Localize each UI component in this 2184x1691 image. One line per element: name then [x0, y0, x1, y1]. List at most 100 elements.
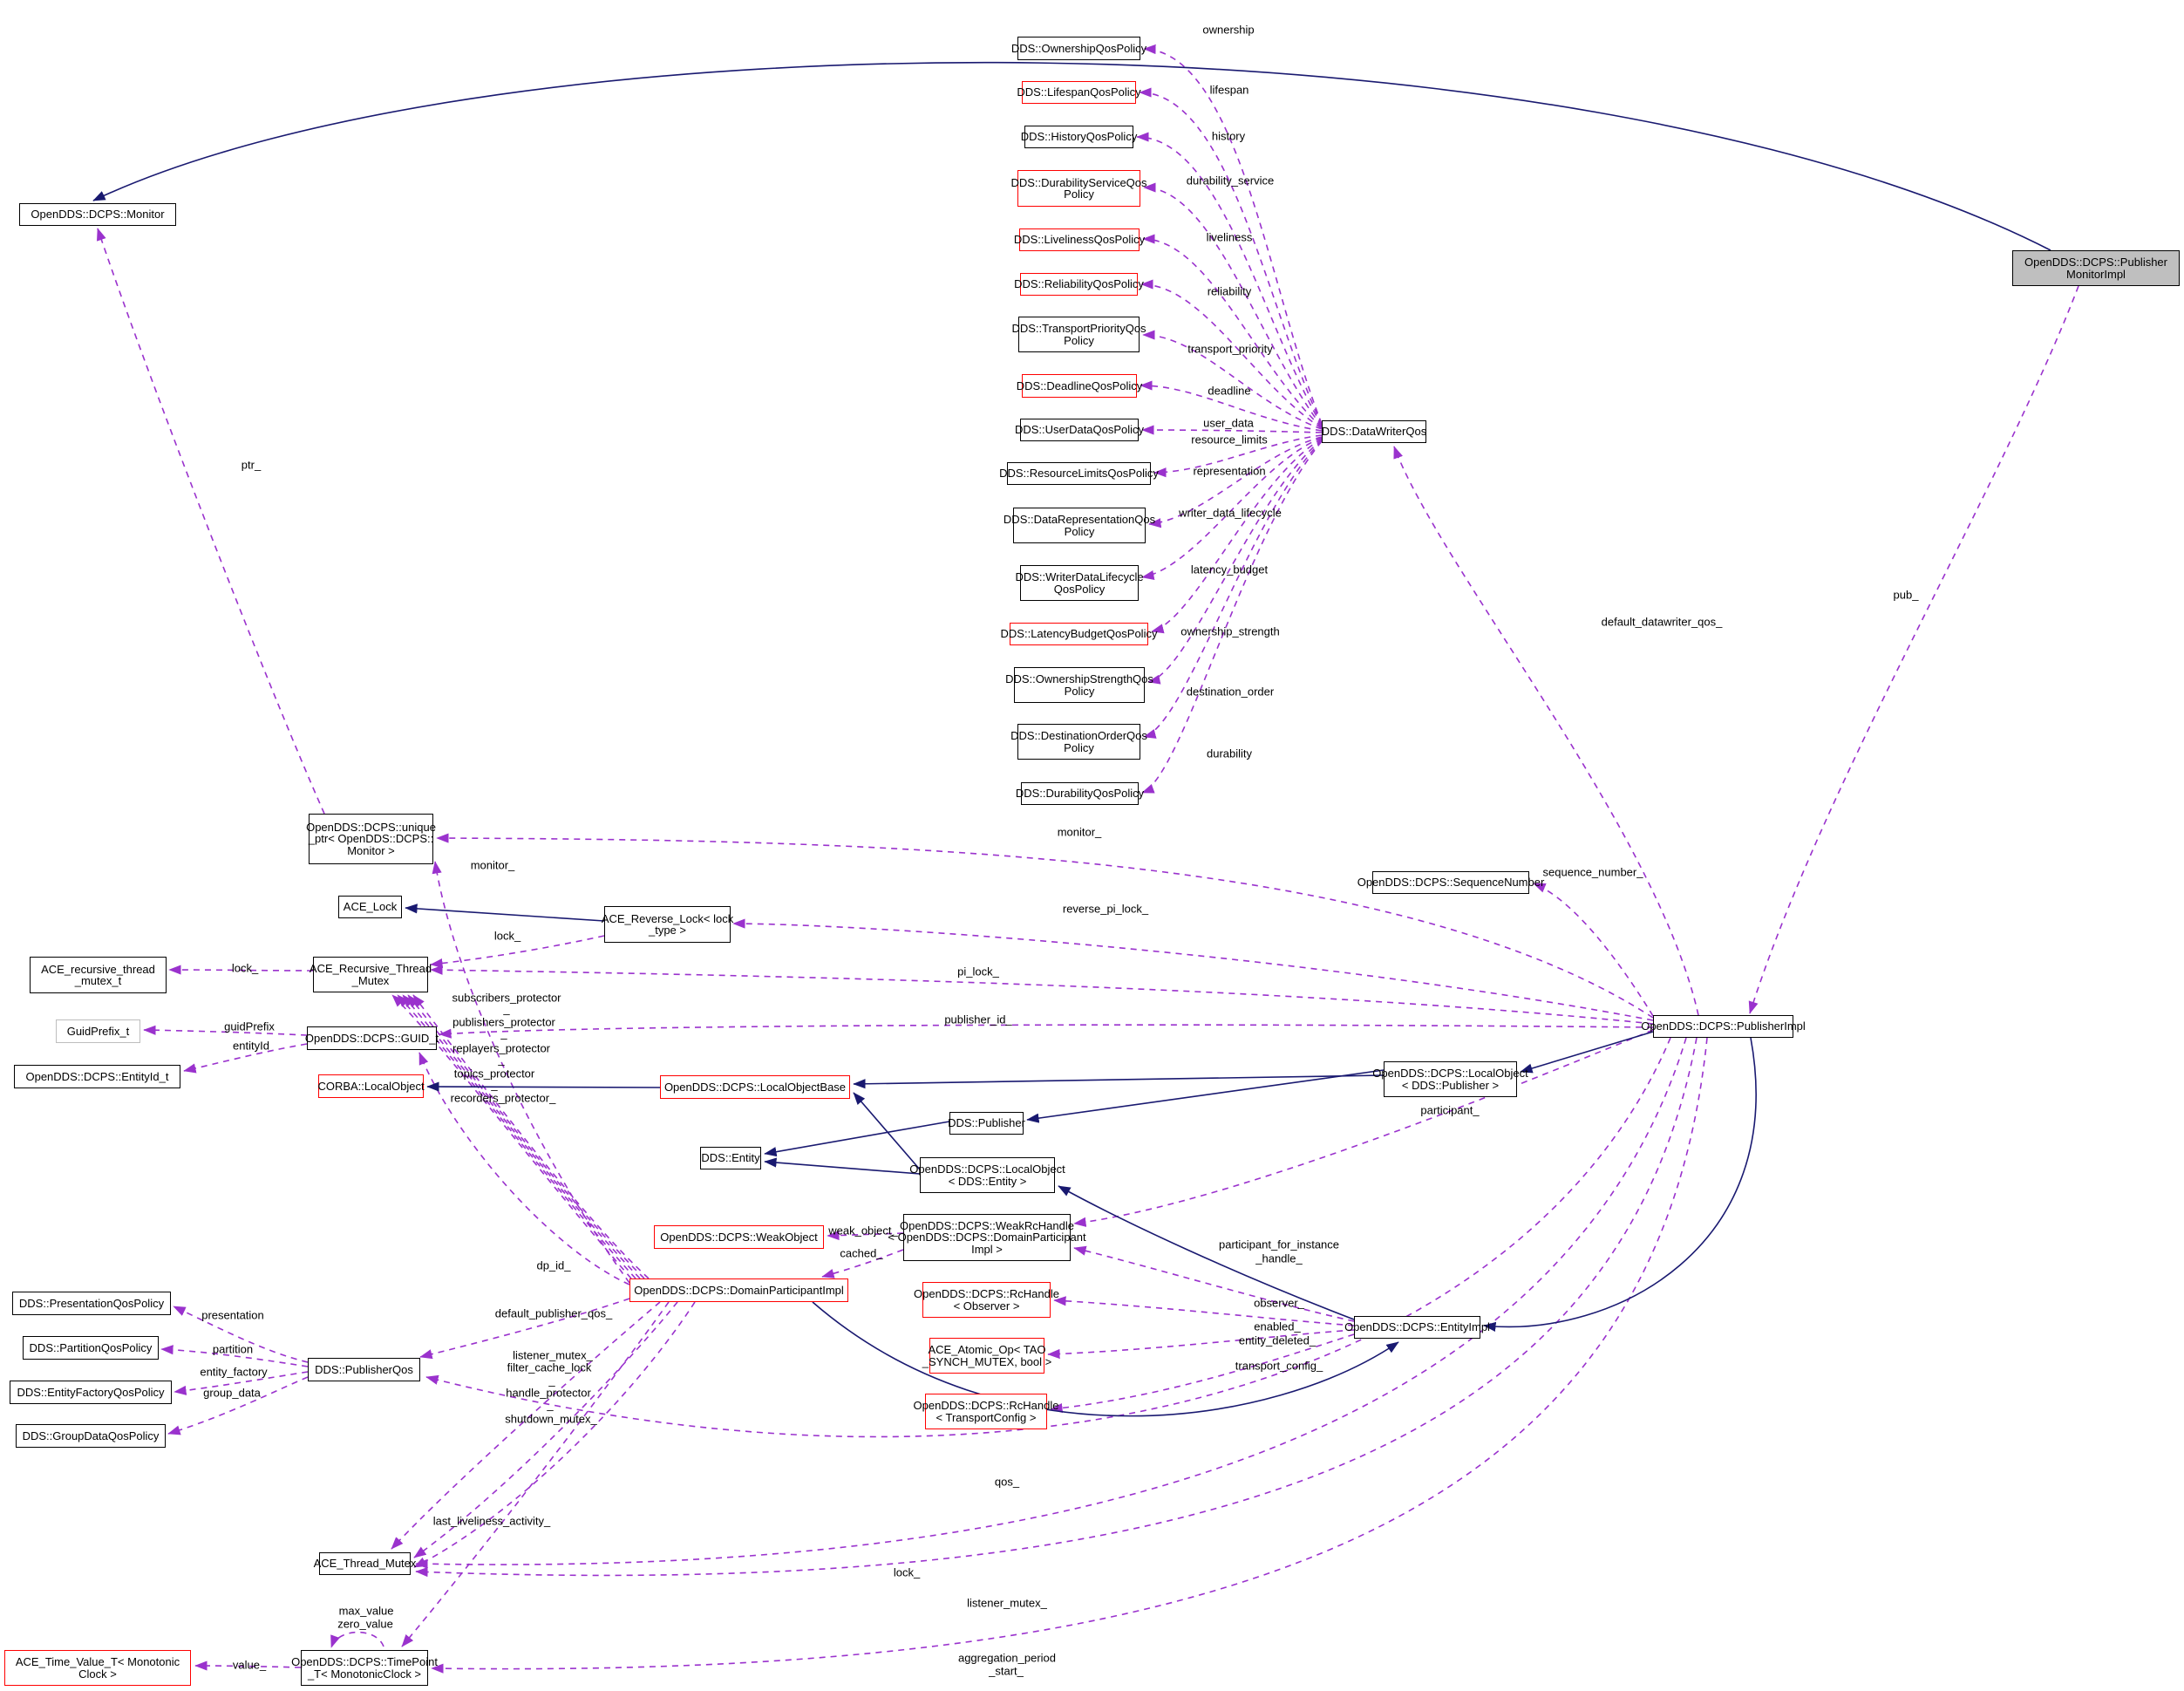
edge-label: last_liveliness_activity_ — [432, 1514, 551, 1528]
class-node-label: _Mutex — [351, 973, 390, 987]
class-node-liveliness-qos[interactable]: DDS::LivelinessQosPolicy — [1014, 228, 1145, 251]
class-node-history-qos[interactable]: DDS::HistoryQosPolicy — [1021, 126, 1137, 148]
class-node-latency-budget-qos[interactable]: DDS::LatencyBudgetQosPolicy — [1001, 623, 1157, 645]
class-node-sequencenumber[interactable]: OpenDDS::DCPS::SequenceNumber — [1357, 871, 1544, 894]
class-node-group-data-qos[interactable]: DDS::GroupDataQosPolicy — [16, 1424, 166, 1448]
edge-label: cached_ — [840, 1246, 883, 1260]
class-node-corba-localobject[interactable]: CORBA::LocalObject — [317, 1074, 425, 1098]
class-node-publisher-qos[interactable]: DDS::PublisherQos — [308, 1358, 420, 1381]
member-edge — [1748, 285, 2079, 1014]
edge-label: subscribers_protector — [452, 991, 561, 1005]
class-node-user-data-qos[interactable]: DDS::UserDataQosPolicy — [1015, 419, 1144, 441]
class-node-label: Monitor > — [347, 843, 395, 857]
edge-label: listener_mutex_ — [513, 1348, 593, 1362]
member-edge — [1142, 330, 1323, 430]
inheritance-edge — [1483, 1037, 1757, 1332]
class-node-label: GuidPrefix_t — [66, 1024, 130, 1038]
edge-label: durability_service — [1186, 174, 1275, 188]
class-node-ace-recursive-thread-mutex[interactable]: ACE_Recursive_Thread_Mutex — [310, 957, 432, 992]
class-node-label: _SYNCH_MUTEX, bool > — [922, 1354, 1052, 1368]
class-node-localobjectbase[interactable]: OpenDDS::DCPS::LocalObjectBase — [660, 1075, 850, 1099]
member-edge — [425, 1037, 1671, 1438]
member-edge — [412, 994, 650, 1279]
member-edge — [173, 1371, 309, 1395]
edge-label: latency_budget — [1190, 563, 1269, 576]
class-node-label: _type > — [648, 924, 686, 937]
class-node-label: ACE_Thread_Mutex — [313, 1557, 417, 1571]
class-node-entityimpl[interactable]: OpenDDS::DCPS::EntityImpl — [1344, 1316, 1490, 1339]
class-node-ace-recursive-thread-mutex-t[interactable]: ACE_recursive_thread_mutex_t — [30, 957, 167, 993]
class-node-label: ACE_Lock — [343, 900, 398, 914]
edge-label: dp_id_ — [536, 1258, 571, 1272]
edge-label: monitor_ — [1057, 825, 1102, 839]
member-edge — [436, 833, 1654, 1019]
class-node-entityid-t[interactable]: OpenDDS::DCPS::EntityId_t — [14, 1065, 180, 1088]
class-node-dds-publisher[interactable]: DDS::Publisher — [948, 1112, 1025, 1135]
member-edge — [397, 994, 636, 1279]
class-node-ownership-qos[interactable]: DDS::OwnershipQosPolicy — [1011, 37, 1146, 60]
class-node-dds-entity[interactable]: DDS::Entity — [700, 1147, 761, 1169]
edge-label: default_publisher_qos_ — [494, 1306, 613, 1320]
class-node-publisherimpl[interactable]: OpenDDS::DCPS::PublisherImpl — [1641, 1015, 1806, 1038]
class-node-ace-lock[interactable]: ACE_Lock — [338, 896, 402, 918]
class-node-ace-reverse-lock[interactable]: ACE_Reverse_Lock< lock_type > — [602, 906, 733, 943]
class-node-localobject-entity[interactable]: OpenDDS::DCPS::LocalObject< DDS::Entity … — [909, 1157, 1065, 1193]
member-edge — [391, 1301, 661, 1550]
edge-label: qos_ — [994, 1475, 1020, 1489]
edge-label: lock_ — [893, 1565, 921, 1579]
class-node-label: DDS::ResourceLimitsQosPolicy — [999, 467, 1159, 481]
class-node-durability-qos[interactable]: DDS::DurabilityQosPolicy — [1016, 782, 1144, 805]
class-node-rchandle-observer[interactable]: OpenDDS::DCPS::RcHandle< Observer > — [914, 1282, 1059, 1318]
member-edge — [419, 1298, 630, 1360]
edge-label: presentation — [201, 1308, 264, 1322]
class-node-label: OpenDDS::DCPS::GUID_t — [304, 1031, 439, 1045]
class-node-ace-thread-mutex[interactable]: ACE_Thread_Mutex — [314, 1552, 416, 1575]
inheritance-edge — [1026, 1069, 1385, 1123]
class-node-partition-qos[interactable]: DDS::PartitionQosPolicy — [23, 1336, 159, 1360]
member-edge — [1136, 132, 1323, 426]
class-node-deadline-qos[interactable]: DDS::DeadlineQosPolicy — [1017, 374, 1142, 398]
edge-label: _handle_ — [1255, 1251, 1303, 1265]
class-node-label: DDS::UserDataQosPolicy — [1014, 423, 1145, 437]
class-node-presentation-qos[interactable]: DDS::PresentationQosPolicy — [12, 1292, 171, 1315]
class-node-datawriterqos[interactable]: DDS::DataWriterQos — [1322, 420, 1426, 443]
edge-label: reliability — [1207, 284, 1252, 298]
class-node-unique-ptr-monitor[interactable]: OpenDDS::DCPS::unique_ptr< OpenDDS::DCPS… — [306, 814, 436, 864]
class-node-guid-t[interactable]: OpenDDS::DCPS::GUID_t — [304, 1026, 439, 1050]
class-node-label: OpenDDS::DCPS::Publisher — [2024, 256, 2167, 269]
class-node-weakrchandle-dpi[interactable]: OpenDDS::DCPS::WeakRcHandle< OpenDDS::DC… — [888, 1214, 1086, 1261]
class-node-label: ACE_Time_Value_T< Monotonic — [15, 1655, 180, 1668]
member-edge — [430, 965, 1654, 1025]
class-node-resource-limits-qos[interactable]: DDS::ResourceLimitsQosPolicy — [999, 462, 1159, 485]
edge-label: aggregation_period — [957, 1651, 1057, 1665]
class-node-lifespan-qos[interactable]: DDS::LifespanQosPolicy — [1017, 81, 1141, 104]
class-node-reliability-qos[interactable]: DDS::ReliabilityQosPolicy — [1014, 273, 1144, 296]
class-node-label: DDS::DataWriterQos — [1321, 425, 1427, 439]
edge-label: sequence_number_ — [1542, 865, 1643, 879]
class-node-localobject-publisher[interactable]: OpenDDS::DCPS::LocalObject< DDS::Publish… — [1372, 1061, 1528, 1097]
class-node-timepoint-t[interactable]: OpenDDS::DCPS::TimePoint_T< MonotonicClo… — [291, 1650, 438, 1686]
class-node-monitor[interactable]: OpenDDS::DCPS::Monitor — [19, 203, 176, 226]
class-node-domainparticipantimpl[interactable]: OpenDDS::DCPS::DomainParticipantImpl — [629, 1278, 848, 1302]
class-node-entity-factory-qos[interactable]: DDS::EntityFactoryQosPolicy — [10, 1381, 172, 1404]
class-node-label: Impl > — [971, 1242, 1003, 1256]
class-node-weakobject[interactable]: OpenDDS::DCPS::WeakObject — [654, 1225, 824, 1249]
class-node-label: DDS::DurabilityServiceQos — [1010, 175, 1147, 189]
class-node-label: OpenDDS::DCPS::LocalObjectBase — [663, 1080, 847, 1094]
class-node-label: DDS::PublisherQos — [315, 1362, 413, 1376]
class-node-label: DDS::EntityFactoryQosPolicy — [17, 1385, 165, 1399]
edge-label: deadline — [1208, 384, 1251, 398]
class-node-label: ACE_Recursive_Thread — [309, 962, 432, 975]
edge-label: ptr_ — [241, 458, 262, 472]
class-node-ace-atomic-op[interactable]: ACE_Atomic_Op< TAO_SYNCH_MUTEX, bool > — [922, 1338, 1051, 1374]
class-node-guidprefix-t[interactable]: GuidPrefix_t — [56, 1019, 140, 1043]
class-node-rchandle-transportconfig[interactable]: OpenDDS::DCPS::RcHandle< TransportConfig… — [914, 1394, 1058, 1429]
